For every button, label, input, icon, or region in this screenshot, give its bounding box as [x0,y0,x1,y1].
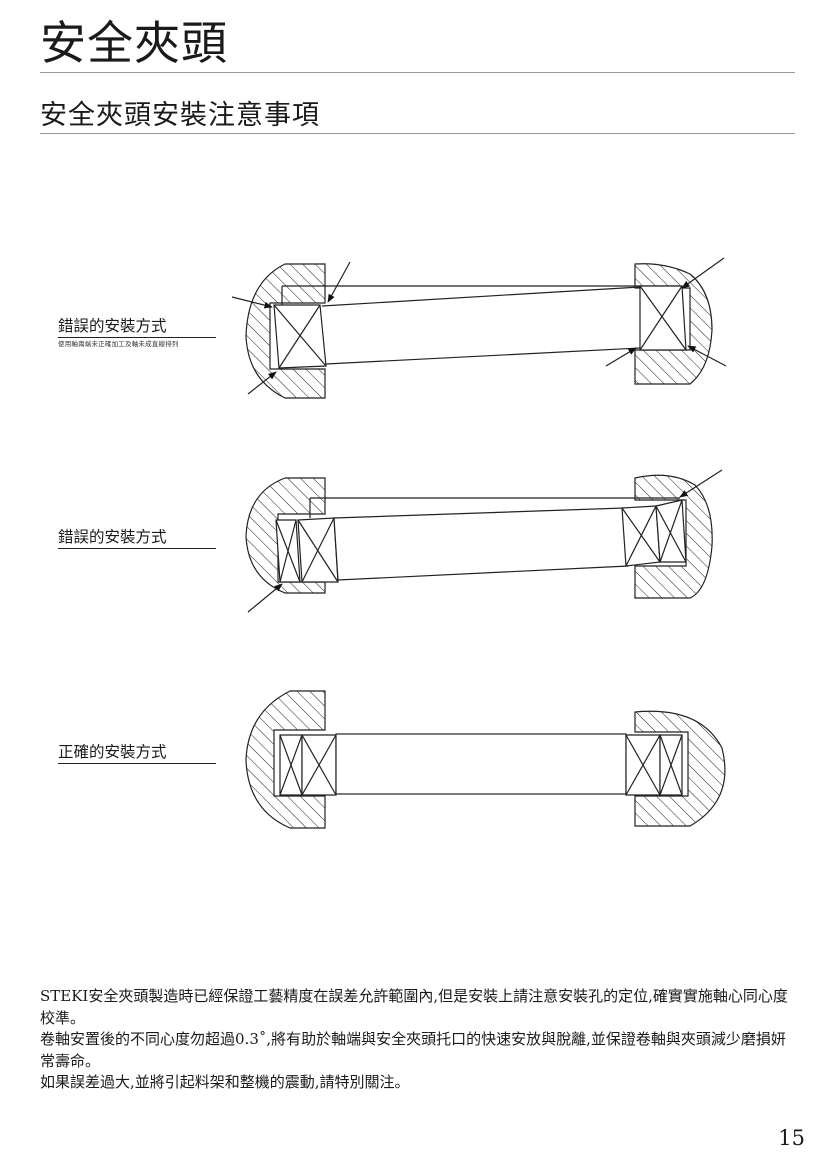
installation-diagrams [231,257,727,829]
paragraph-2: 卷軸安置後的不同心度勿超過0.3˚,將有助於軸端與安全夾頭托口的快速安放與脫離,… [40,1030,786,1070]
diagram-1-note: 使用軸兩端未正確加工及軸未成直線排列 [58,340,179,348]
diagram-1-label: 錯誤的安裝方式 [58,316,216,338]
page-title: 安全夾頭 [40,16,228,70]
diagram-2-label: 錯誤的安裝方式 [58,527,216,549]
diagram-wrong-misaligned [231,257,727,399]
diagram-correct [245,690,726,829]
page-number: 15 [778,1126,805,1150]
body-text: STEKI安全夾頭製造時已經保證工藝精度在誤差允許範圍內,但是安裝上請注意安裝孔… [40,986,800,1094]
paragraph-1: STEKI安全夾頭製造時已經保證工藝精度在誤差允許範圍內,但是安裝上請注意安裝孔… [40,987,788,1027]
subtitle-rule [40,133,795,134]
paragraph-3: 如果誤差過大,並將引起料架和整機的震動,請特別關注。 [40,1073,410,1091]
diagram-3-label: 正確的安裝方式 [58,742,216,764]
diagram-wrong-offset [245,469,723,613]
section-title: 安全夾頭安裝注意事項 [40,100,320,131]
title-rule [40,72,795,73]
